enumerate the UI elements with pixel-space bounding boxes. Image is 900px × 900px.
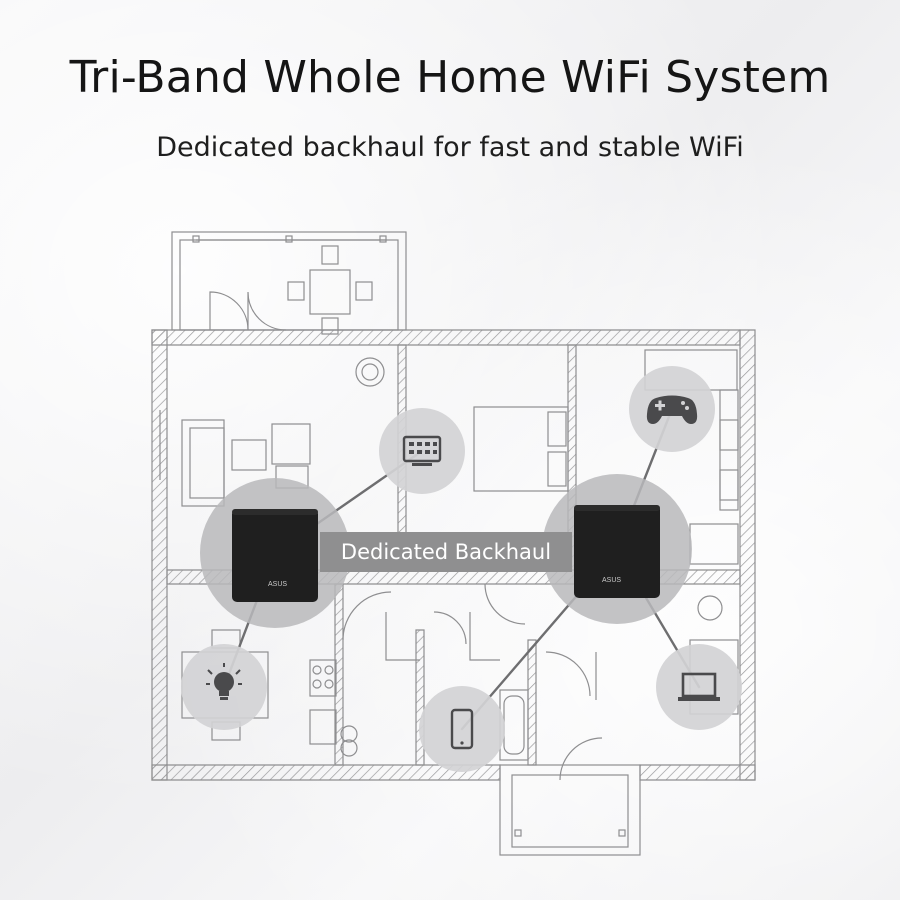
device-laptop: [656, 644, 742, 730]
left-router-logo: ASUS: [268, 581, 287, 588]
dedicated-backhaul-label: Dedicated Backhaul: [320, 532, 572, 572]
laptop-icon: [678, 672, 720, 701]
game-controller-icon: [646, 395, 698, 424]
device-game-console: [629, 366, 715, 452]
left-router: ASUS: [232, 509, 318, 602]
right-router: ASUS: [574, 505, 660, 598]
device-smart-tv: [379, 408, 465, 494]
page-subtitle: Dedicated backhaul for fast and stable W…: [156, 132, 744, 163]
smart-bulb-icon: [206, 663, 242, 700]
smart-tv-icon: [402, 435, 442, 466]
right-router-logo: ASUS: [602, 577, 621, 584]
device-smartphone: [419, 686, 505, 772]
smartphone-icon: [450, 708, 474, 750]
page-title: Tri-Band Whole Home WiFi System: [69, 52, 831, 103]
device-smart-bulb: [181, 644, 267, 730]
